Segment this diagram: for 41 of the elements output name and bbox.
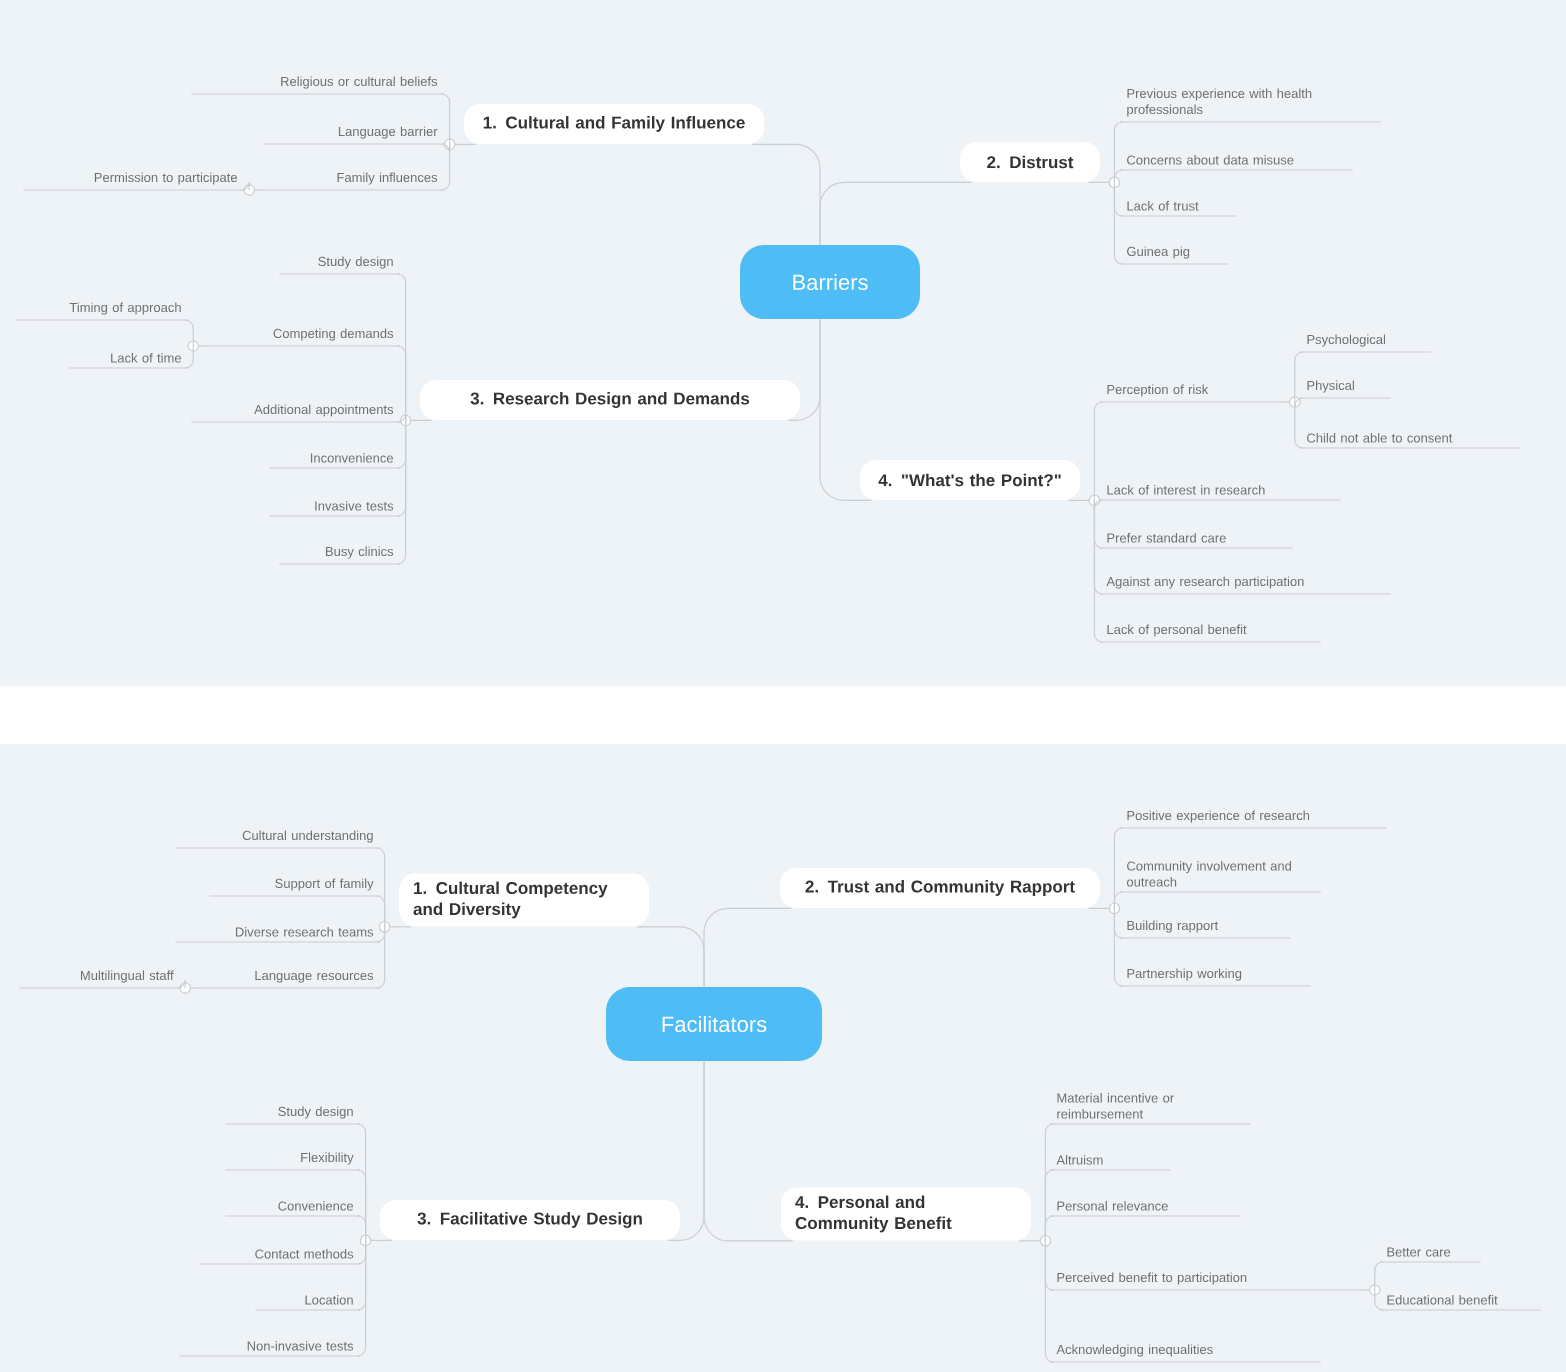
subtopic-pill: 2. Distrust xyxy=(960,142,1121,189)
connector-line xyxy=(376,926,386,989)
connector-line xyxy=(176,979,186,989)
connector-line xyxy=(1294,397,1304,407)
connector-line xyxy=(1294,351,1304,403)
connector-line xyxy=(1093,499,1103,643)
subtopic-pill: 2. Trust and Community Rapport xyxy=(780,868,1121,915)
connector-line xyxy=(1113,169,1123,183)
connector-line xyxy=(1044,1215,1054,1242)
subtopic-pill: 3. Facilitative Study Design xyxy=(359,1200,680,1247)
connector-line xyxy=(397,419,407,565)
connector-line xyxy=(819,181,973,246)
connector-line xyxy=(1374,1289,1384,1311)
connector-line xyxy=(441,143,451,153)
connector-line xyxy=(376,895,386,928)
connector-line xyxy=(1093,499,1103,509)
subtopic-pill: 1. Cultural and Family Influence xyxy=(443,104,764,151)
connector-line xyxy=(184,319,194,347)
subtopic-pill: 1. Cultural Competency and Diversity xyxy=(378,873,649,933)
subtopic-pill: 4. "What's the Point?" xyxy=(860,460,1101,507)
connector-line xyxy=(184,345,194,369)
connector-line xyxy=(1093,401,1103,501)
connector-line xyxy=(1113,907,1123,987)
connector-line xyxy=(1374,1261,1384,1291)
connector-line xyxy=(703,907,793,988)
connector-line xyxy=(441,143,451,191)
connector-line xyxy=(1113,181,1123,265)
central-topic-bubble: Barriers xyxy=(740,245,920,319)
connector-line xyxy=(1294,401,1304,449)
subtopic-pill: 4. Personal and Community Benefit xyxy=(781,1187,1052,1247)
connector-line xyxy=(441,93,451,145)
connector-line xyxy=(397,413,407,423)
subtopic-pill: 3. Research Design and Demands xyxy=(399,380,800,427)
connector-line xyxy=(703,1060,794,1242)
connector-line xyxy=(1044,1240,1054,1363)
connector-line xyxy=(1113,891,1123,909)
connector-line xyxy=(240,181,250,191)
connector-line xyxy=(357,1239,367,1357)
central-topic-bubble: Facilitators xyxy=(606,987,822,1061)
connector-line xyxy=(819,318,873,501)
connector-line xyxy=(357,1215,367,1241)
